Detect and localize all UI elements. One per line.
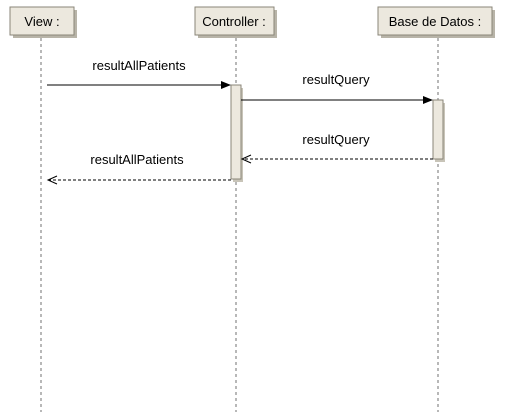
arrowhead-open-icon xyxy=(46,175,58,185)
message-result-query-return[interactable]: resultQuery xyxy=(240,132,433,164)
lifeline-db-label: Base de Datos : xyxy=(389,14,482,29)
lifeline-view-label: View : xyxy=(24,14,59,29)
message-label: resultQuery xyxy=(302,72,370,87)
lifeline-controller-label: Controller : xyxy=(202,14,266,29)
message-result-query-call[interactable]: resultQuery xyxy=(241,72,433,104)
lifeline-db: Base de Datos : xyxy=(377,6,495,412)
arrowhead-filled-icon xyxy=(423,96,433,104)
message-label: resultAllPatients xyxy=(92,58,186,73)
arrowhead-filled-icon xyxy=(221,81,231,89)
activation-db[interactable] xyxy=(432,99,444,160)
lifeline-controller: Controller : xyxy=(194,6,277,412)
activation-controller[interactable] xyxy=(230,84,242,180)
lifeline-controller-head[interactable]: Controller : xyxy=(194,6,277,38)
lifeline-view-head[interactable]: View : xyxy=(9,6,77,38)
message-result-all-patients-call[interactable]: resultAllPatients xyxy=(47,58,231,89)
lifeline-view: View : xyxy=(9,6,77,412)
message-label: resultAllPatients xyxy=(90,152,184,167)
lifeline-db-head[interactable]: Base de Datos : xyxy=(377,6,495,38)
arrowhead-open-icon xyxy=(240,154,252,164)
message-result-all-patients-return[interactable]: resultAllPatients xyxy=(46,152,231,185)
message-label: resultQuery xyxy=(302,132,370,147)
